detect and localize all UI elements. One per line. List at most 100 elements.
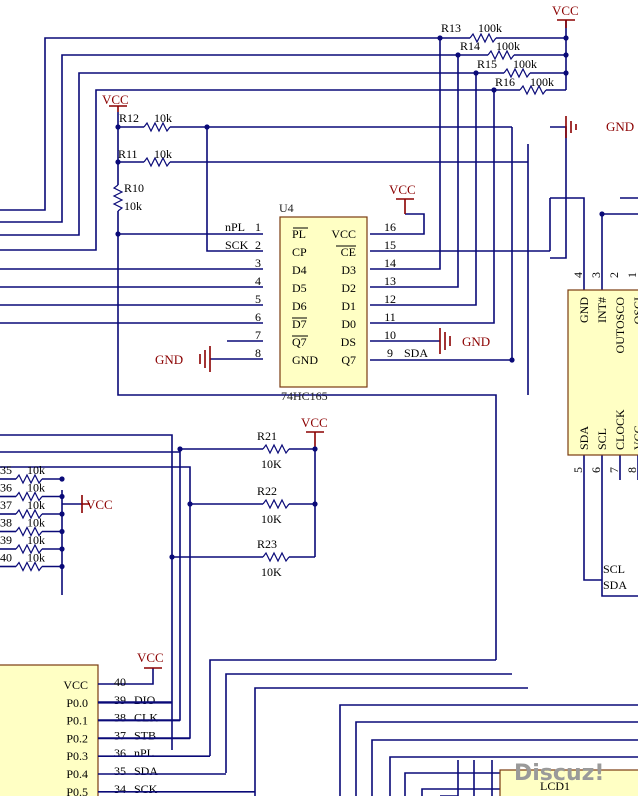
mcu-pin-name-37: P0.2 (66, 731, 88, 745)
u4-pin-number-10: 10 (384, 328, 396, 342)
u4-net-2: SCK (225, 238, 249, 252)
mcu-net-37: STB (134, 728, 156, 742)
array-junction-37 (59, 511, 65, 517)
mcu-pin-number-38: 38 (114, 711, 126, 725)
array-pin-36: 36 (0, 481, 12, 495)
mcu-pin-number-39: 39 (114, 693, 126, 707)
u4-pin-number-2: 2 (255, 238, 261, 252)
u4-net-1: nPL (225, 220, 245, 234)
u4-pin-number-4: 4 (255, 274, 261, 288)
rtc-bottom-pin-number-5: 5 (571, 467, 585, 473)
gnd-label-top-right: GND (606, 119, 634, 134)
u4-pin-number-7: 7 (255, 328, 261, 342)
mcu-pin-name-39: P0.0 (66, 696, 88, 710)
rtc-net-sda: SDA (603, 578, 627, 592)
r11-ref: R11 (118, 147, 138, 161)
vcc-label-mid: VCC (301, 415, 328, 430)
u4-pin-number-11: 11 (384, 310, 396, 324)
mcu-pin-number-34: 34 (114, 782, 126, 796)
resistor-bank-10k-left: VCC R12 10k R11 10k R10 10k (102, 92, 528, 660)
u4-pin-number-8: 8 (255, 346, 261, 360)
resistor-bank-100k: VCC R13 100k R14 100k R15 100k R16 100k (437, 3, 579, 96)
u4-pin-number-1: 1 (255, 220, 261, 234)
lcd-label: LCD1 (540, 779, 570, 793)
array-pin-39: 39 (0, 533, 12, 547)
u4-pin-name-14: D3 (341, 263, 356, 277)
gnd-label-u4-ds: GND (462, 334, 490, 349)
r10-value: 10k (124, 199, 142, 213)
rtc-bottom-pin-name-7: CLOCK (613, 409, 627, 450)
mcu-pin-name-40: VCC (63, 678, 88, 692)
u4-designator: U4 (279, 201, 294, 215)
u4-net-9: SDA (404, 346, 428, 360)
u4-pin-name-5: D6 (292, 299, 307, 313)
u4-pin-number-6: 6 (255, 310, 261, 324)
u4-pin-name-10: DS (341, 335, 356, 349)
array-value-40: 10k (27, 551, 45, 565)
mcu-pin-number-37: 37 (114, 728, 126, 742)
r13-value: 100k (478, 21, 502, 35)
gnd-symbol-top-right: GND (370, 116, 634, 395)
r15-value: 100k (513, 57, 537, 71)
mcu-pin-number-35: 35 (114, 764, 126, 778)
array-resistor-39 (15, 543, 43, 555)
mcu-pin-name-38: P0.1 (66, 714, 88, 728)
rtc-bottom-pin-number-8: 8 (625, 467, 638, 473)
u4-pin-name-13: D2 (341, 281, 356, 295)
u4-pin-number-5: 5 (255, 292, 261, 306)
gnd-label-u4: GND (155, 352, 183, 367)
array-resistor-38 (15, 526, 43, 537)
rtc-chip: 4GND3INT#2OUTOSCO1OSCISDA5SCL6CLOCK7VCC8… (549, 197, 638, 597)
vcc-label-mcu: VCC (137, 650, 164, 665)
array-resistor-40 (15, 561, 43, 572)
array-resistor-35 (15, 473, 43, 485)
u4-body (279, 216, 368, 388)
r15-ref: R15 (477, 57, 497, 71)
r22-value: 10K (261, 512, 282, 526)
rtc-top-pin-name-1: OSCI (631, 297, 638, 324)
u4-pin-number-15: 15 (384, 238, 396, 252)
array-junction-39 (59, 546, 65, 552)
u4-pin-number-16: 16 (384, 220, 396, 234)
u4-pin-name-3: D4 (292, 263, 307, 277)
mcu-pin-name-34: P0.5 (66, 785, 88, 796)
vcc-label-top-right: VCC (552, 3, 579, 18)
u4-pin-name-12: D1 (341, 299, 356, 313)
top-bus-wires (0, 37, 495, 324)
u4-pin-name-1: PL (292, 227, 306, 241)
mcu-net-35: SDA (134, 764, 158, 778)
r23-ref: R23 (257, 537, 277, 551)
r13-ref: R13 (441, 21, 461, 35)
u4-pin-number-13: 13 (384, 274, 396, 288)
r10-ref: R10 (124, 181, 144, 195)
rtc-net-scl: SCL (603, 562, 625, 576)
u4-pin-number-14: 14 (384, 256, 396, 270)
array-value-36: 10k (27, 481, 45, 495)
mcu-pin-name-35: P0.4 (66, 767, 88, 781)
u4-pin-name-6: D7 (292, 317, 307, 331)
u4-pin-number-12: 12 (384, 292, 396, 306)
u4-pin-name-2: CP (292, 245, 307, 259)
rtc-bottom-pin-name-6: SCL (595, 428, 609, 450)
mcu-pin-number-36: 36 (114, 746, 126, 760)
u4-pin-name-16: VCC (331, 227, 356, 241)
r22-ref: R22 (257, 484, 277, 498)
r12-value: 10k (154, 111, 172, 125)
rtc-bottom-pin-number-7: 7 (607, 467, 621, 473)
rtc-top-pin-number-3: 3 (589, 272, 603, 278)
array-value-37: 10k (27, 498, 45, 512)
r16-value: 100k (530, 75, 554, 89)
array-pin-37: 37 (0, 498, 12, 512)
mcu-net-38: CLK (134, 711, 158, 725)
array-pin-40: 40 (0, 551, 12, 565)
r21-ref: R21 (257, 429, 277, 443)
r11-value: 10k (154, 147, 172, 161)
r16-ref: R16 (495, 75, 515, 89)
array-resistor-36 (15, 491, 43, 502)
array-junction-38 (59, 528, 65, 535)
